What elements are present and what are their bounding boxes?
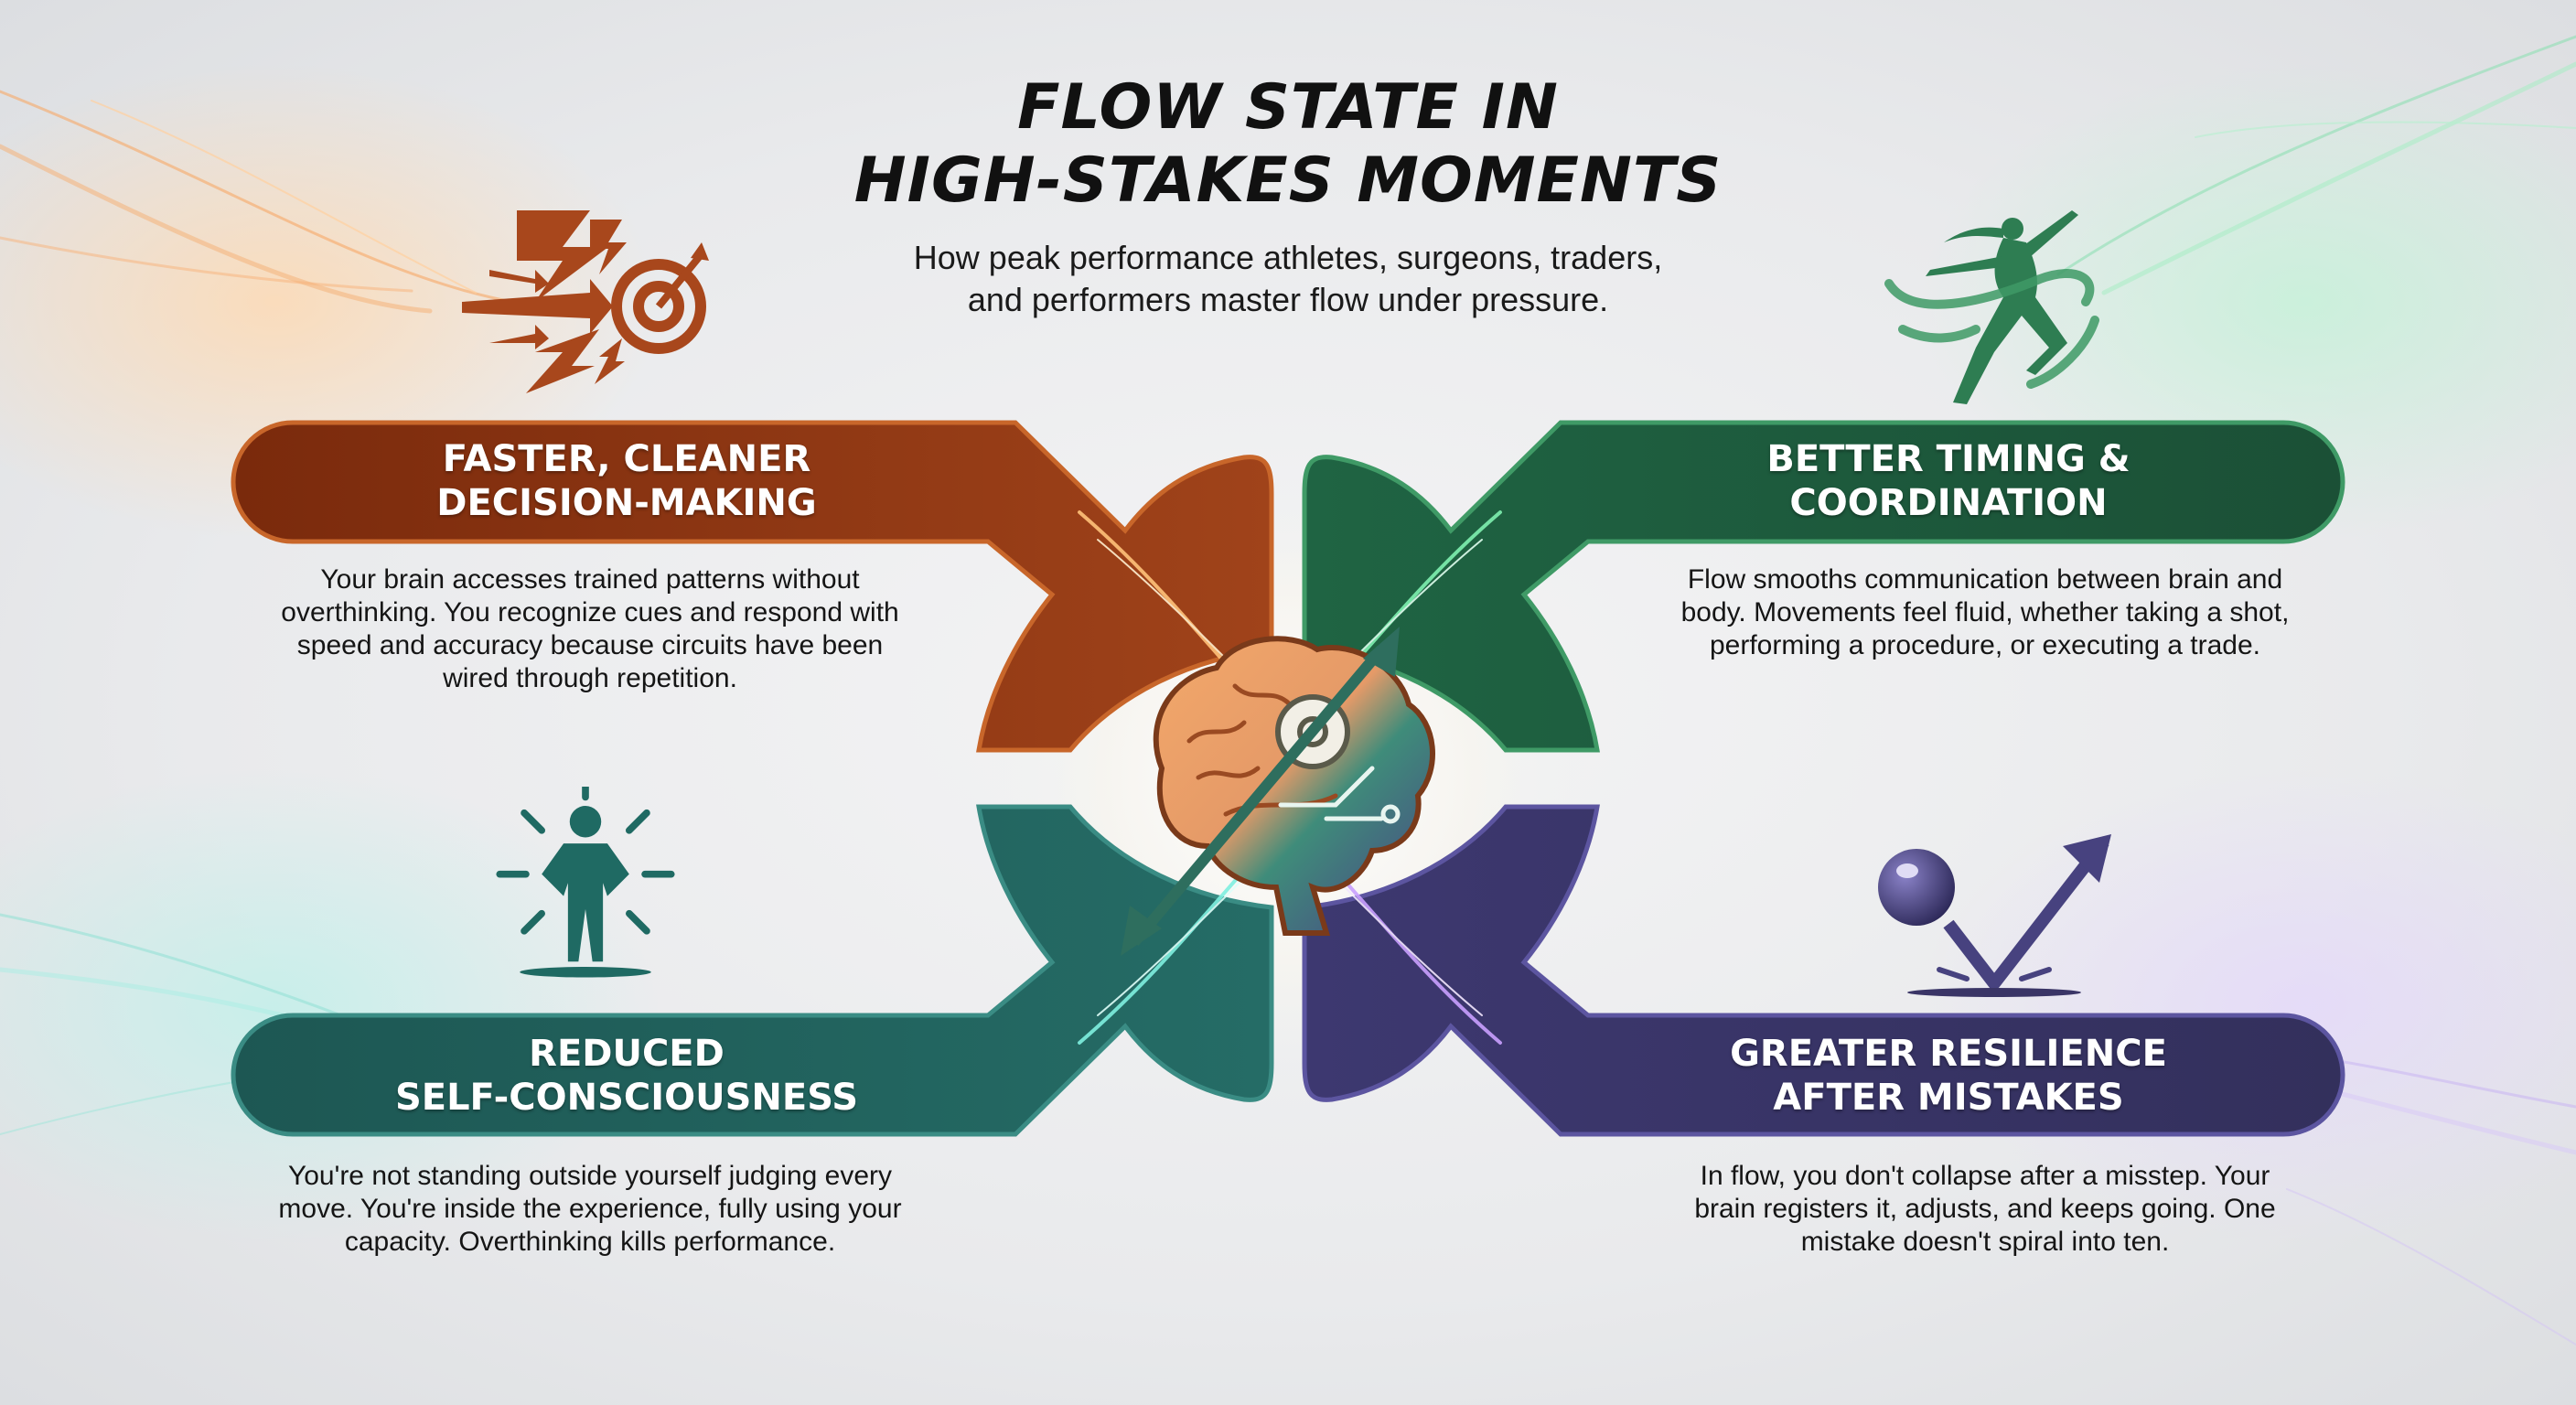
- banner-title-line2: SELF-CONSCIOUSNESS: [394, 1077, 859, 1119]
- desc-line: body. Movements feel fluid, whether taki…: [1680, 597, 2290, 627]
- desc-line: move. You're inside the experience, full…: [278, 1194, 902, 1224]
- banner-title-line2: COORDINATION: [1789, 482, 2108, 524]
- target-lightning-arrows-icon: [462, 210, 709, 393]
- page-title-line1: FLOW STATE IN: [1017, 71, 1559, 144]
- banner-title-line2: DECISION-MAKING: [436, 482, 817, 524]
- desc-line: mistake doesn't spiral into ten.: [1800, 1227, 2170, 1257]
- ribbon-top-left: [231, 420, 1274, 753]
- confident-person-icon: [496, 787, 675, 978]
- bouncing-ball-arrow-icon: [1878, 834, 2111, 997]
- ribbon-top-right: [1302, 420, 2345, 753]
- banner-title: FASTER, CLEANER DECISION-MAKING: [233, 437, 1020, 525]
- banner-title-line1: BETTER TIMING &: [1766, 438, 2131, 480]
- subtitle-line1: How peak performance athletes, surgeons,…: [913, 239, 1663, 276]
- quadrant-description: Flow smooths communication between brain…: [1628, 563, 2342, 662]
- leaping-dancer-icon: [1884, 210, 2099, 404]
- desc-line: wired through repetition.: [443, 663, 737, 693]
- brain-gear-circuit-icon: [1121, 627, 1435, 956]
- banner-title-line1: GREATER RESILIENCE: [1730, 1033, 2167, 1075]
- desc-line: overthinking. You recognize cues and res…: [281, 597, 899, 627]
- banner-title: GREATER RESILIENCE AFTER MISTAKES: [1555, 1032, 2342, 1120]
- desc-line: In flow, you don't collapse after a miss…: [1700, 1161, 2270, 1191]
- desc-line: Your brain accesses trained patterns wit…: [320, 564, 860, 595]
- banner-title-line2: AFTER MISTAKES: [1773, 1077, 2124, 1119]
- banner-title-line1: FASTER, CLEANER: [442, 438, 811, 480]
- desc-line: speed and accuracy because circuits have…: [296, 630, 884, 660]
- desc-line: You're not standing outside yourself jud…: [287, 1161, 893, 1191]
- desc-line: performing a procedure, or executing a t…: [1709, 630, 2260, 660]
- banner-title-line1: REDUCED: [529, 1033, 724, 1075]
- quadrant-description: Your brain accesses trained patterns wit…: [233, 563, 947, 695]
- quadrant-description: You're not standing outside yourself jud…: [233, 1160, 947, 1259]
- desc-line: brain registers it, adjusts, and keeps g…: [1694, 1194, 2276, 1224]
- subtitle-line2: and performers master flow under pressur…: [967, 281, 1609, 318]
- banner-title: BETTER TIMING & COORDINATION: [1555, 437, 2342, 525]
- desc-line: capacity. Overthinking kills performance…: [344, 1227, 836, 1257]
- page-title-line2: HIGH-STAKES MOMENTS: [853, 145, 1723, 217]
- quadrant-description: In flow, you don't collapse after a miss…: [1628, 1160, 2342, 1259]
- ribbon-bottom-right: [1302, 804, 2345, 1137]
- desc-line: Flow smooths communication between brain…: [1687, 564, 2283, 595]
- ribbon-bottom-left: [231, 804, 1274, 1137]
- banner-title: REDUCED SELF-CONSCIOUSNESS: [233, 1032, 1020, 1120]
